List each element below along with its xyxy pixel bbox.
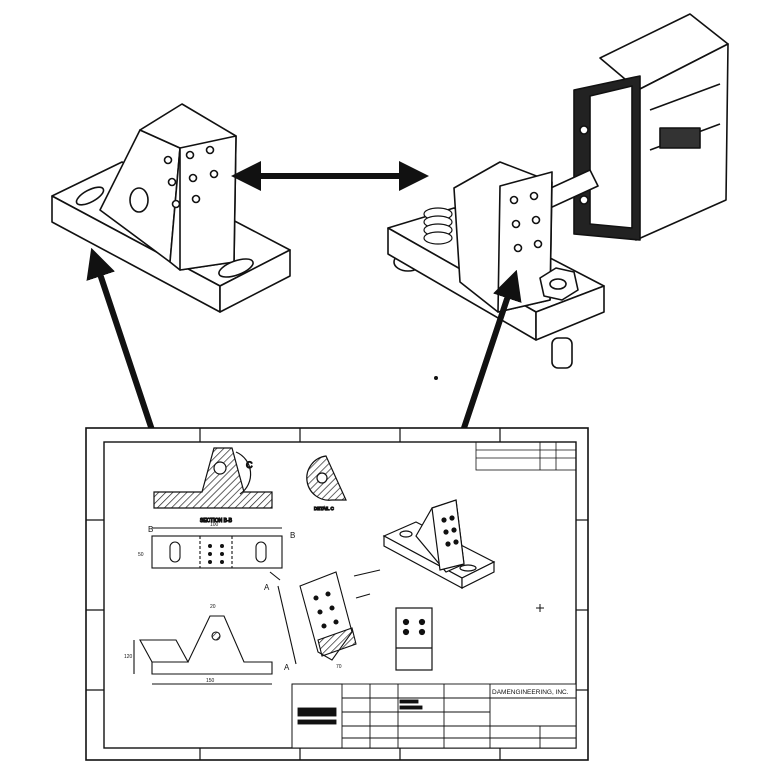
detail-letter-c: C [246, 460, 253, 470]
arrow-model-to-drawing [86, 247, 170, 469]
section-label: SECTION B-B [200, 518, 233, 524]
dim-height-top: 50 [138, 552, 144, 558]
isometric-view [382, 499, 496, 590]
dim-top: 100 [210, 522, 219, 528]
detail-label: DETAIL C [314, 506, 335, 511]
dim-front-top: 20 [210, 604, 216, 610]
title-block: DAMENGINEERING, INC. [291, 683, 577, 749]
bracket-3d-model [51, 103, 291, 313]
top-view: 100 50 B B A [138, 522, 295, 592]
dim-front-width: 150 [206, 678, 215, 684]
revision-block [475, 441, 577, 471]
fixture-assembly-3d [387, 13, 729, 369]
detail-view-c: DETAIL C [306, 455, 347, 512]
center-mark [536, 604, 544, 612]
front-view: 150 120 20 A [124, 585, 297, 685]
drawing-sheet: C SECTION B-B DETAIL C 100 50 B B [85, 427, 589, 761]
auxiliary-view: 70 [299, 569, 381, 670]
section-letter-a-bottom: A [284, 663, 290, 672]
section-view-b-b: C SECTION B-B [153, 447, 273, 525]
section-letter-b-left: B [148, 525, 153, 534]
dim-aux: 70 [336, 664, 342, 670]
section-letter-b-right: B [290, 531, 295, 540]
company-name: DAMENGINEERING, INC. [492, 689, 569, 696]
dim-front-height: 120 [124, 654, 133, 660]
section-letter-a-top: A [264, 583, 270, 592]
end-view [395, 607, 433, 671]
